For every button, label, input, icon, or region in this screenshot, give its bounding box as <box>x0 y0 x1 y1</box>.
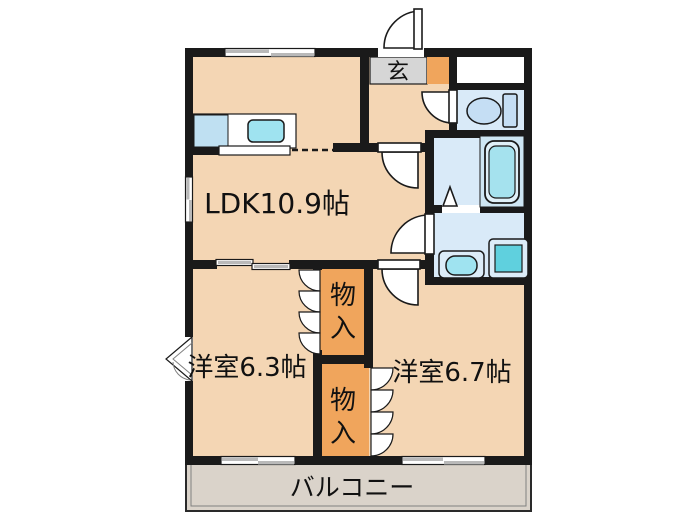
kitchen-counter-front <box>218 145 291 156</box>
wall-kitchen <box>333 143 378 152</box>
windows <box>165 47 486 466</box>
entrance-label: 玄 <box>387 60 409 85</box>
bedroom2-door-leaf <box>377 259 421 270</box>
window-bottom-room2 <box>401 455 486 466</box>
wall-bath-wash-right <box>480 205 532 213</box>
folding-door-icon <box>441 184 459 207</box>
window-top-ldk <box>224 47 316 58</box>
washbasin-icon <box>438 250 485 279</box>
doors <box>298 8 480 457</box>
labels: LDK10.9帖 玄 洋室6.3帖 洋室6.7帖 物 入 物 入 バルコニー <box>187 60 511 502</box>
washroom-door-leaf <box>424 213 435 255</box>
window-bottom-room1 <box>220 455 296 466</box>
wall-outer-left <box>185 48 193 465</box>
closet-upper-bifold-doors <box>298 269 321 355</box>
washroom-door <box>390 213 435 255</box>
ldk-door-leaf <box>377 142 422 153</box>
wall-washroom-bottom <box>425 277 532 285</box>
balcony-deck <box>185 461 532 512</box>
wall-bath-left <box>425 138 434 215</box>
wall-bath-wash-left <box>434 205 442 213</box>
wall-ldk-room1-right <box>289 260 378 269</box>
closet-upper-label-char2: 入 <box>330 314 356 344</box>
entrance-step <box>427 57 449 84</box>
bay-window <box>165 335 193 383</box>
closet-lower-bifold-doors <box>370 367 394 457</box>
wall-closet-right <box>364 260 373 368</box>
wall-closet-left <box>313 350 322 456</box>
sliding-door-ldk-room1 <box>215 258 291 271</box>
balcony-label: バルコニー <box>290 473 415 502</box>
bedroom2-door-arc <box>381 268 419 306</box>
kitchen-counter <box>192 113 333 156</box>
balcony-area <box>185 461 532 512</box>
closet-lower-label-char1: 物 <box>330 386 356 416</box>
toilet-icon <box>466 93 518 128</box>
wall-toilet-lower <box>449 121 457 138</box>
entrance-door <box>378 8 424 57</box>
toilet-door-leaf <box>448 89 458 124</box>
wall-ldk-room1-left <box>185 260 217 269</box>
kitchen-range-area <box>193 114 229 148</box>
toilet-door <box>421 89 458 124</box>
western-room1-label: 洋室6.3帖 <box>187 353 306 383</box>
wall-entrance-closet <box>449 57 457 92</box>
bedroom2-door <box>377 259 421 306</box>
wall-closet-divider <box>313 355 373 364</box>
shoe-cabinet <box>453 53 528 88</box>
wall-outer-top <box>185 48 532 57</box>
washing-machine-icon <box>488 238 529 279</box>
closet-lower-label-char2: 入 <box>330 419 356 449</box>
wall-closet-left-stub <box>313 260 322 270</box>
bathtub-icon <box>479 135 525 208</box>
wall-closet-toilet <box>449 83 524 90</box>
ldk-door-arc <box>381 151 419 189</box>
entrance-door-leaf <box>413 8 423 50</box>
ldk-door <box>377 142 422 189</box>
window-left-ldk <box>184 176 194 223</box>
fixtures <box>438 93 529 279</box>
western-room2-label: 洋室6.7帖 <box>392 358 511 388</box>
bathroom-folding-door <box>441 184 480 213</box>
closet-upper-label-char1: 物 <box>330 281 356 311</box>
ldk-label: LDK10.9帖 <box>204 187 350 220</box>
wall-toilet-bath <box>425 130 532 138</box>
wall-outer-bottom <box>185 456 532 465</box>
wall-ldk-entrance <box>360 48 369 152</box>
wall-ldk-room2 <box>419 260 434 269</box>
wall-kitchen-stub <box>185 146 220 155</box>
kitchen-sink-icon <box>247 119 285 143</box>
wall-wash-left <box>425 254 434 285</box>
